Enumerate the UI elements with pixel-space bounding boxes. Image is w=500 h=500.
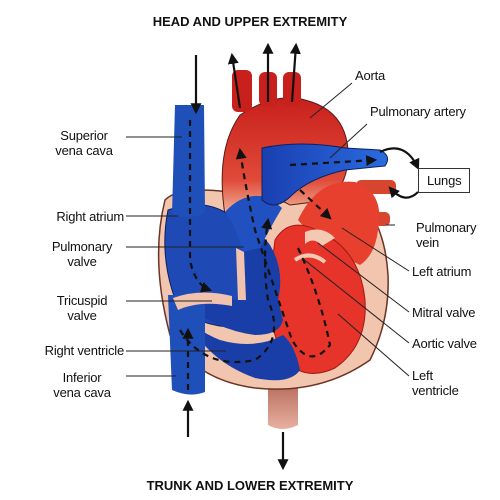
label-left-ventricle-line1: Left <box>412 368 459 383</box>
label-superior-vena-cava-line1: Superior <box>44 128 124 143</box>
label-aorta: Aorta <box>355 68 385 83</box>
label-left-atrium: Left atrium <box>412 264 471 279</box>
label-inferior-vena-cava-line1: Inferior <box>40 370 124 385</box>
label-tricuspid-valve-line2: valve <box>40 308 124 323</box>
lungs-box: Lungs <box>418 168 470 193</box>
label-right-atrium: Right atrium <box>20 209 124 224</box>
label-pulmonary-vein: Pulmonary vein <box>416 220 476 250</box>
label-pulmonary-vein-line2: vein <box>416 235 476 250</box>
label-aortic-valve: Aortic valve <box>412 336 477 351</box>
label-inferior-vena-cava: Inferior vena cava <box>40 370 124 400</box>
label-pulmonary-vein-line1: Pulmonary <box>416 220 476 235</box>
label-mitral-valve: Mitral valve <box>412 305 475 320</box>
label-pulmonary-valve: Pulmonary valve <box>40 239 124 269</box>
label-inferior-vena-cava-line2: vena cava <box>40 385 124 400</box>
label-pulmonary-valve-line1: Pulmonary <box>40 239 124 254</box>
label-left-ventricle-line2: ventricle <box>412 383 459 398</box>
label-tricuspid-valve-line1: Tricuspid <box>40 293 124 308</box>
label-superior-vena-cava: Superior vena cava <box>44 128 124 158</box>
label-pulmonary-valve-line2: valve <box>40 254 124 269</box>
label-tricuspid-valve: Tricuspid valve <box>40 293 124 323</box>
label-right-ventricle: Right ventricle <box>6 343 124 358</box>
label-left-ventricle: Left ventricle <box>412 368 459 398</box>
label-pulmonary-artery: Pulmonary artery <box>370 104 466 119</box>
header-top: HEAD AND UPPER EXTREMITY <box>120 14 380 29</box>
label-superior-vena-cava-line2: vena cava <box>44 143 124 158</box>
header-bottom: TRUNK AND LOWER EXTREMITY <box>115 478 385 493</box>
